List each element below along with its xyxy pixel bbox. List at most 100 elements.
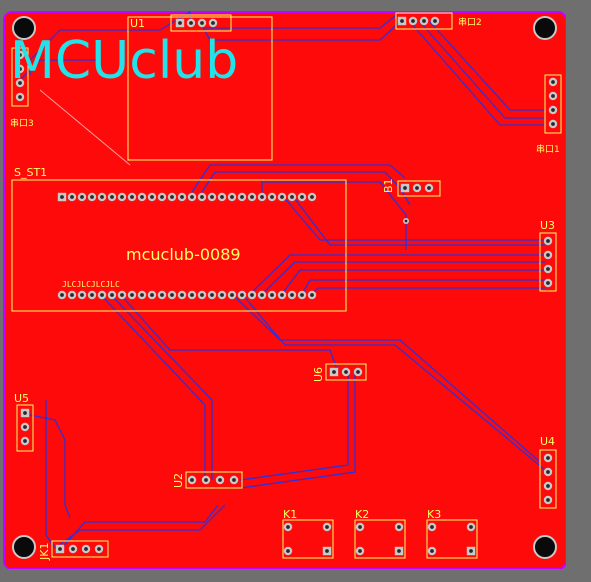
trace (109, 293, 213, 480)
pad-drill (130, 195, 134, 199)
pad-drill (286, 549, 290, 553)
pad-drill (400, 19, 404, 23)
trace (29, 414, 71, 519)
pad-drill (325, 525, 329, 529)
trace (19, 59, 100, 81)
pad-drill (190, 195, 194, 199)
pad-drill (200, 21, 204, 25)
logo-text: MCUclub (10, 31, 238, 91)
pad-drill (310, 195, 314, 199)
pad-drill (71, 547, 75, 551)
pad-drill (551, 94, 555, 98)
pad-drill (325, 549, 329, 553)
label-u1: U1 (130, 17, 145, 30)
pad-drill (58, 547, 62, 551)
u6-header-outline (325, 363, 367, 381)
pad-drill (411, 19, 415, 23)
pad-drill (280, 195, 284, 199)
trace (54, 504, 226, 549)
pad-drill (260, 195, 264, 199)
pad-drill (404, 219, 408, 223)
serial1-header-outline (544, 74, 562, 134)
u1-outline (127, 16, 273, 161)
pad-drill (433, 19, 437, 23)
label-serial2: 串口2 (458, 17, 482, 28)
mounting-hole (533, 16, 557, 40)
pad-drill (430, 525, 434, 529)
pad-drill (422, 19, 426, 23)
pad-drill (23, 439, 27, 443)
k3-outline (426, 519, 478, 559)
pad-drill (310, 293, 314, 297)
pad-drill (218, 478, 222, 482)
trace (261, 181, 407, 250)
pad-drill (551, 108, 555, 112)
trace (429, 21, 545, 111)
pad-drill (551, 80, 555, 84)
pad-drill (250, 293, 254, 297)
pad-drill (260, 293, 264, 297)
pad-drill (204, 478, 208, 482)
pad-drill (546, 267, 550, 271)
pad-drill (90, 195, 94, 199)
pad-drill (270, 195, 274, 199)
pad-drill (180, 293, 184, 297)
trace (119, 293, 339, 373)
k1-outline (282, 519, 334, 559)
pad-drill (286, 525, 290, 529)
pad-drill (300, 195, 304, 199)
b1-header-outline (397, 180, 441, 197)
pad-drill (344, 370, 348, 374)
pad-drill (546, 456, 550, 460)
pad-drill (84, 547, 88, 551)
trace (241, 293, 546, 471)
pad-drill (300, 293, 304, 297)
pad-drill (546, 281, 550, 285)
pad-drill (280, 293, 284, 297)
label-jk1: JK1 (38, 543, 51, 561)
pad-drill (60, 293, 64, 297)
trace (29, 10, 191, 75)
trace (261, 261, 545, 295)
trace (249, 254, 545, 295)
pad-drill (178, 21, 182, 25)
trace (409, 21, 545, 126)
pad-drill (546, 253, 550, 257)
pad-drill (200, 195, 204, 199)
pad-drill (397, 525, 401, 529)
pad-drill (200, 293, 204, 297)
label-u6: U6 (312, 367, 325, 382)
mounting-hole (12, 535, 36, 559)
pad-drill (415, 186, 419, 190)
pad-drill (230, 195, 234, 199)
pad-drill (427, 186, 431, 190)
pad-drill (160, 195, 164, 199)
jk1-header-outline (51, 540, 109, 558)
pad-drill (140, 293, 144, 297)
pad-drill (546, 484, 550, 488)
lcd-pin-labels: JLCJLCJLCJLC (62, 280, 120, 289)
pad-drill (18, 67, 22, 71)
pad-drill (230, 293, 234, 297)
label-k2: K2 (355, 508, 369, 521)
pad-drill (356, 370, 360, 374)
pad-drill (140, 195, 144, 199)
pad-drill (220, 195, 224, 199)
pad-drill (190, 478, 194, 482)
trace (281, 194, 545, 241)
pad-drill (210, 195, 214, 199)
pad-drill (546, 498, 550, 502)
trace (419, 21, 545, 119)
pad-drill (23, 411, 27, 415)
mounting-holes (12, 16, 557, 559)
pad-drill (18, 95, 22, 99)
pad-drill (190, 293, 194, 297)
pad-drill (358, 549, 362, 553)
label-serial3: 串口3 (10, 118, 34, 129)
pad-drill (290, 195, 294, 199)
serial3-header-outline (11, 47, 29, 107)
pad-drill (110, 195, 114, 199)
component-pads (15, 16, 558, 556)
